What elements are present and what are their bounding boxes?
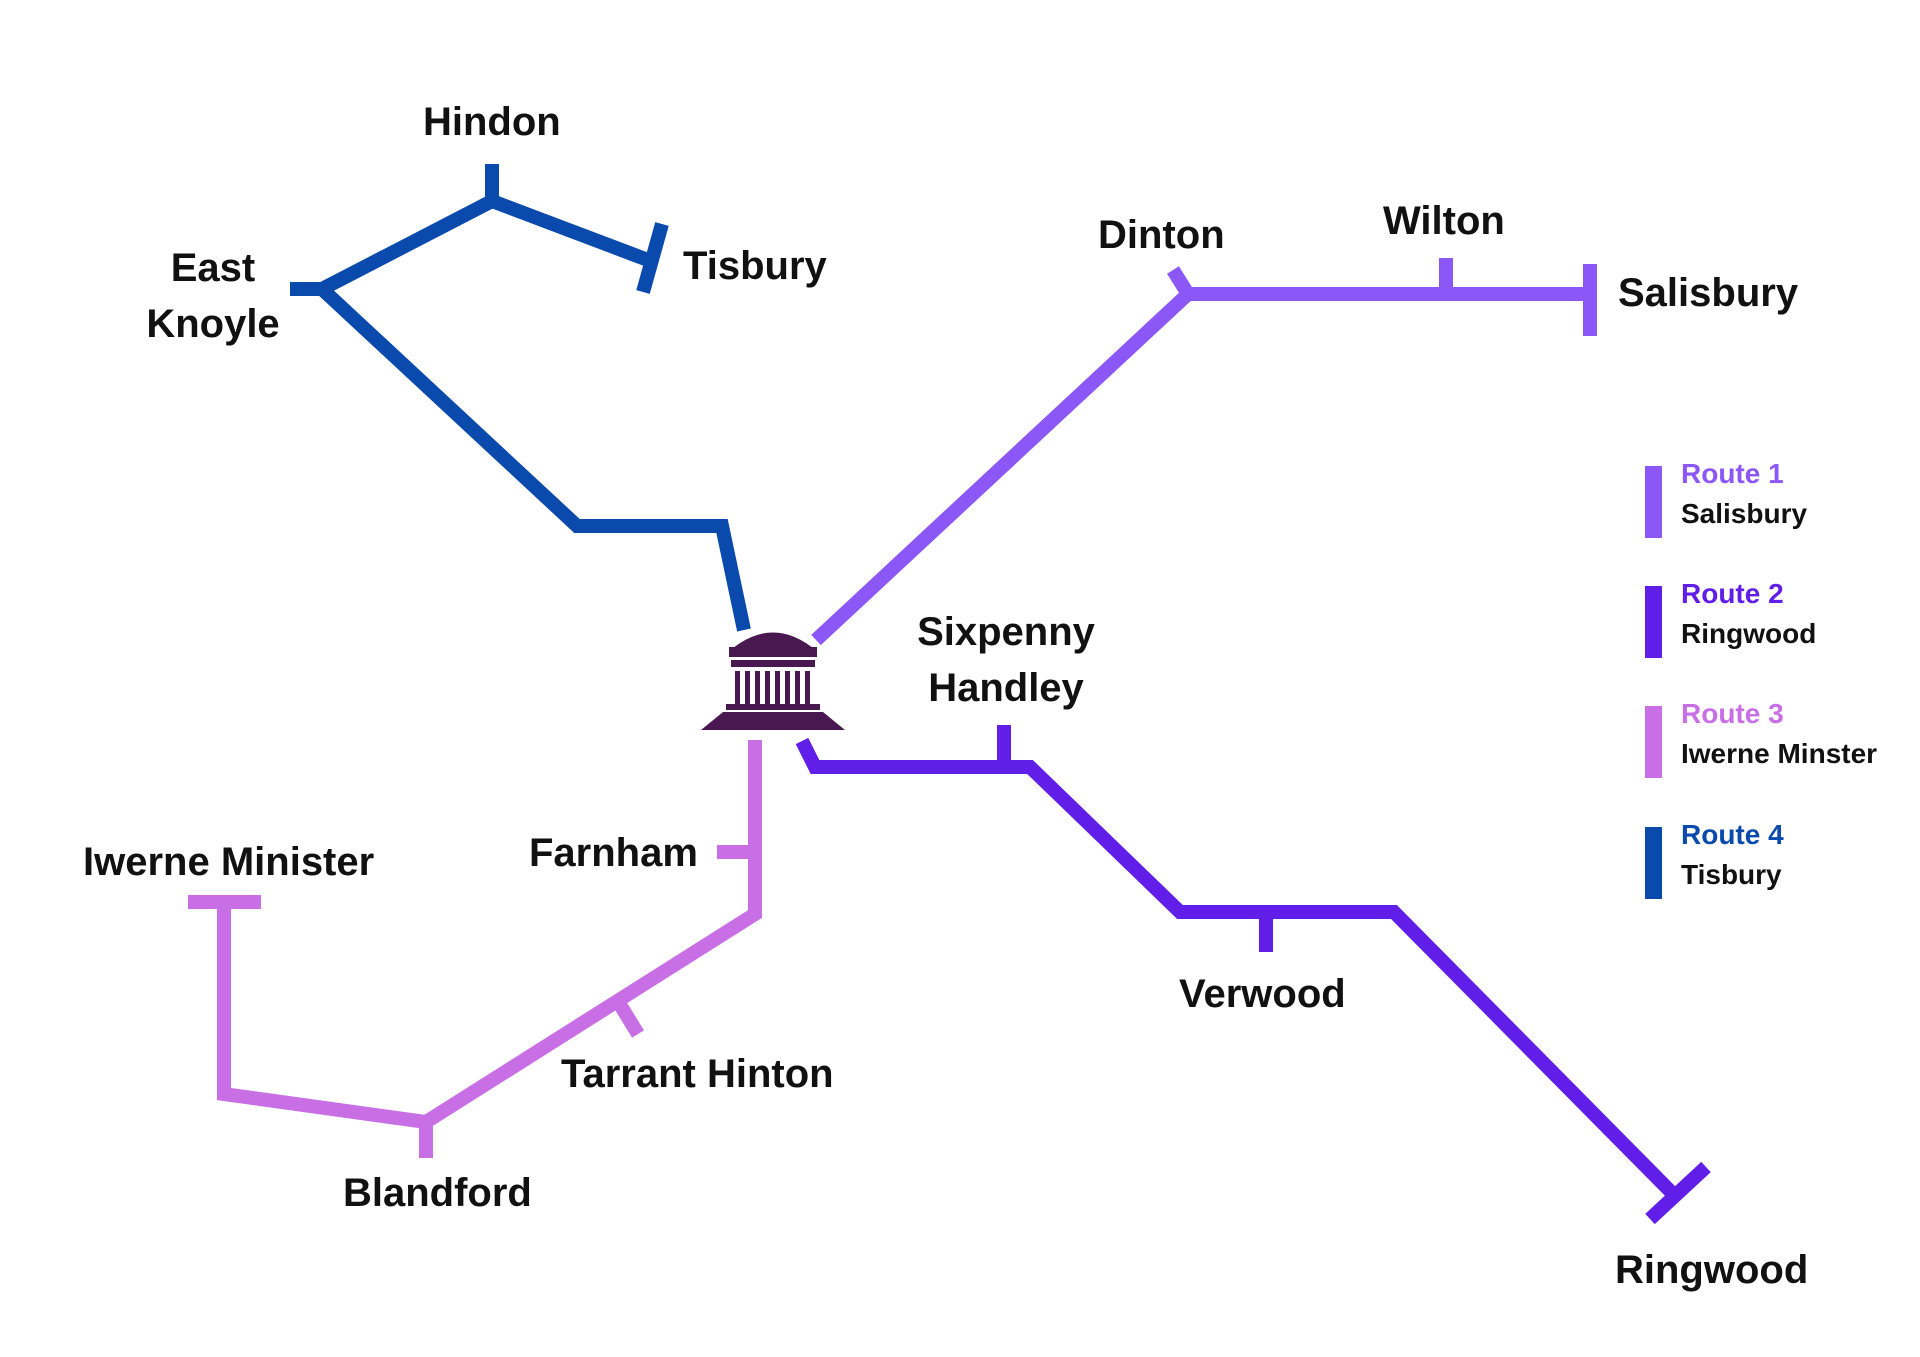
legend-swatch-route-1	[1645, 466, 1662, 538]
legend-swatch-route-4	[1645, 827, 1662, 899]
label-hindon: Hindon	[423, 100, 561, 144]
label-farnham: Farnham	[529, 831, 698, 875]
label-tarrant-hinton: Tarrant Hinton	[561, 1052, 834, 1096]
legend-destination-label: Tisbury	[1681, 859, 1782, 890]
legend-destination-label: Salisbury	[1681, 498, 1808, 529]
label-blandford: Blandford	[343, 1171, 532, 1215]
legend-route-label: Route 3	[1681, 698, 1784, 729]
legend-destination-label: Ringwood	[1681, 618, 1817, 649]
route-2-line	[795, 725, 1711, 1225]
label-east-knoyle: East Knoyle	[133, 240, 293, 352]
legend-route-label: Route 2	[1681, 578, 1784, 609]
label-sixpenny-handley-line1: Sixpenny	[917, 610, 1095, 654]
label-east-knoyle-line1: East	[170, 246, 256, 290]
legend-swatch-route-3	[1645, 706, 1662, 778]
label-east-knoyle-line2: Knoyle	[146, 302, 280, 346]
legend-swatch-route-2	[1645, 586, 1662, 658]
label-wilton: Wilton	[1383, 199, 1505, 243]
route-4-line	[290, 164, 751, 632]
label-dinton: Dinton	[1098, 213, 1225, 257]
label-tisbury: Tisbury	[683, 244, 827, 288]
label-ringwood: Ringwood	[1615, 1248, 1809, 1292]
label-sixpenny-handley: Sixpenny Handley	[906, 604, 1106, 716]
building-icon	[701, 632, 845, 730]
route-3-line	[188, 740, 762, 1158]
label-salisbury: Salisbury	[1618, 271, 1799, 315]
legend-route-label: Route 4	[1681, 819, 1784, 850]
label-sixpenny-handley-line2: Handley	[928, 666, 1084, 710]
legend-destination-label: Iwerne Minster	[1681, 738, 1878, 769]
route-1-line	[811, 258, 1597, 646]
label-verwood: Verwood	[1179, 972, 1346, 1016]
label-iwerne-minister: Iwerne Minister	[83, 840, 375, 884]
legend-route-label: Route 1	[1681, 458, 1784, 489]
